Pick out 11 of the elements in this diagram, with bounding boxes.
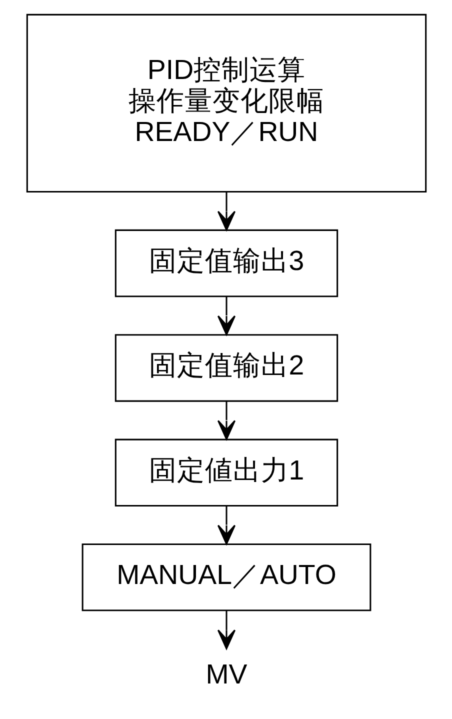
node-box: MANUAL／AUTO (81, 543, 371, 612)
arrow (216, 610, 236, 650)
arrow (216, 192, 236, 231)
node-box: 固定値出力1 (114, 438, 338, 506)
node-box: 固定值输出2 (114, 334, 338, 402)
node-box: PID控制运算 操作量变化限幅 READY／RUN (26, 14, 426, 192)
arrow (216, 401, 236, 440)
node-text: MV (205, 658, 247, 690)
arrow (216, 296, 236, 336)
arrow (216, 506, 236, 545)
node-box: 固定值输出3 (114, 229, 338, 298)
